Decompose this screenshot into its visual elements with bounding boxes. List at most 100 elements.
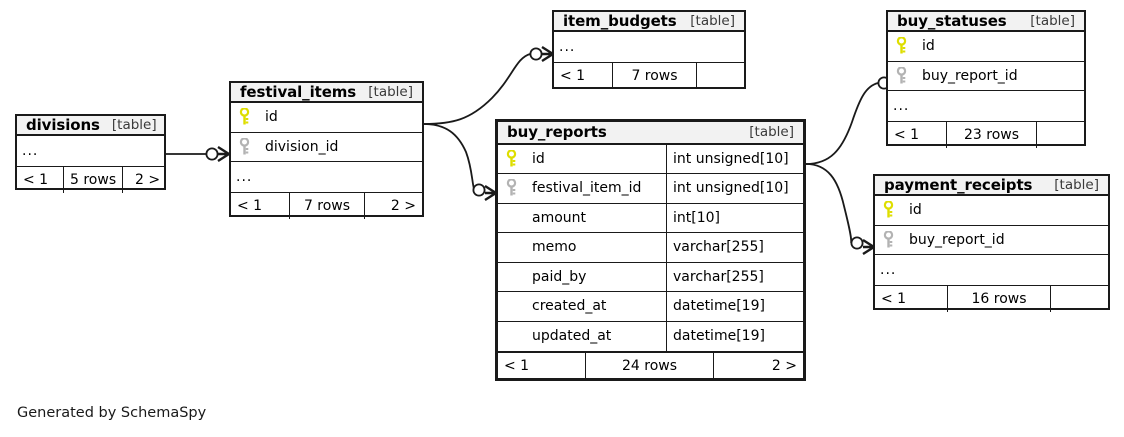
column-type: datetime[19] — [666, 321, 803, 351]
table-columns: id division_id ... — [231, 103, 422, 192]
column-name: amount — [532, 209, 587, 226]
table-title: buy_statuses — [897, 12, 1007, 30]
foreign-key-icon — [888, 62, 914, 91]
primary-key-icon — [231, 103, 257, 132]
foreign-key-icon — [498, 174, 524, 203]
column-name: ... — [22, 142, 39, 159]
table-row: id — [231, 103, 422, 133]
column-type: int unsigned[10] — [666, 174, 803, 203]
table-row: id int unsigned[10] — [498, 144, 803, 174]
table-row: ... — [17, 136, 164, 166]
table-footer: < 1 16 rows — [875, 284, 1108, 312]
table-title: festival_items — [240, 83, 357, 101]
table-footer: < 1 7 rows 2 > — [231, 191, 422, 219]
column-name: division_id — [265, 138, 339, 155]
column-name: ... — [236, 168, 253, 185]
primary-key-icon — [888, 32, 914, 61]
next-page-button[interactable]: 2 > — [122, 166, 166, 193]
column-type: datetime[19] — [666, 292, 803, 321]
prev-page-button[interactable]: < 1 — [894, 126, 920, 143]
next-page-button[interactable]: 2 > — [364, 192, 422, 219]
foreign-key-icon — [231, 133, 257, 162]
table-row: ... — [875, 255, 1108, 285]
primary-key-icon — [498, 145, 524, 174]
key-slot-empty — [498, 233, 524, 262]
table-header-festival-items: festival_items [table] — [231, 83, 422, 103]
row-count: 7 rows — [289, 192, 364, 219]
table-columns: ... — [17, 136, 164, 166]
table-title: buy_reports — [507, 123, 607, 142]
table-columns: ... — [554, 32, 744, 62]
table-kind: [table] — [690, 13, 735, 29]
table-columns: id int unsigned[10] festival_item_id int… — [498, 144, 803, 352]
column-name: festival_item_id — [532, 180, 642, 197]
column-name: id — [532, 150, 545, 167]
column-name: buy_report_id — [909, 231, 1005, 248]
table-kind: [table] — [368, 84, 413, 100]
table-row: updated_at datetime[19] — [498, 321, 803, 352]
table-row: ... — [888, 91, 1084, 121]
table-title: item_budgets — [563, 12, 677, 30]
table-row: id — [888, 32, 1084, 62]
column-name: buy_report_id — [922, 67, 1018, 84]
table-item-budgets[interactable]: item_budgets [table] ... < 1 7 rows — [552, 10, 746, 89]
prev-page-button[interactable]: < 1 — [237, 197, 263, 214]
edge-festival-items-buy-reports — [423, 123, 497, 202]
key-slot-empty — [498, 263, 524, 292]
primary-key-icon — [875, 196, 901, 225]
table-row: buy_report_id — [875, 226, 1108, 255]
table-title: payment_receipts — [884, 176, 1033, 194]
table-header-buy-statuses: buy_statuses [table] — [888, 12, 1084, 32]
column-type: int[10] — [666, 203, 803, 232]
column-name: ... — [559, 38, 576, 55]
table-title: divisions — [26, 116, 100, 134]
generator-credit: Generated by SchemaSpy — [17, 405, 207, 421]
table-header-payment-receipts: payment_receipts [table] — [875, 176, 1108, 196]
edge-festival-items-item-budgets — [423, 45, 554, 125]
table-footer: < 1 5 rows 2 > — [17, 165, 166, 193]
table-kind: [table] — [749, 124, 794, 141]
row-count: 23 rows — [946, 121, 1036, 148]
prev-page-button[interactable]: < 1 — [881, 290, 907, 307]
column-name: id — [922, 38, 935, 55]
edge-divisions-festival-items — [166, 145, 230, 163]
table-columns: id buy_report_id ... — [888, 32, 1084, 121]
table-columns: id buy_report_id ... — [875, 196, 1108, 285]
row-count: 16 rows — [947, 285, 1050, 312]
table-kind: [table] — [1030, 13, 1075, 29]
column-name: memo — [532, 239, 577, 256]
next-page-button[interactable] — [1036, 121, 1084, 148]
table-row: ... — [554, 32, 744, 62]
table-row: buy_report_id — [888, 62, 1084, 91]
prev-page-button[interactable]: < 1 — [23, 171, 49, 188]
table-footer: < 1 24 rows 2 > — [498, 351, 803, 378]
next-page-button[interactable]: 2 > — [713, 353, 803, 378]
table-payment-receipts[interactable]: payment_receipts [table] id — [873, 174, 1110, 312]
prev-page-button[interactable]: < 1 — [504, 357, 530, 374]
key-slot-empty — [498, 322, 524, 352]
table-divisions[interactable]: divisions [table] ... < 1 5 rows 2 > — [15, 114, 166, 193]
table-kind: [table] — [1054, 177, 1099, 193]
table-buy-reports[interactable]: buy_reports [table] id int unsigned[10] — [495, 119, 806, 381]
next-page-button[interactable] — [1050, 285, 1108, 312]
column-name: id — [909, 202, 922, 219]
key-slot-empty — [498, 292, 524, 321]
row-count: 24 rows — [585, 353, 713, 378]
column-name: id — [265, 109, 278, 126]
row-count: 5 rows — [63, 166, 122, 193]
table-header-item-budgets: item_budgets [table] — [554, 12, 744, 32]
prev-page-button[interactable]: < 1 — [560, 67, 586, 84]
table-buy-statuses[interactable]: buy_statuses [table] id — [886, 10, 1086, 148]
table-row: memo varchar[255] — [498, 233, 803, 263]
next-page-button[interactable] — [696, 62, 744, 89]
column-name: ... — [880, 261, 897, 278]
column-name: updated_at — [532, 328, 612, 345]
table-row: created_at datetime[19] — [498, 292, 803, 322]
key-slot-empty — [498, 204, 524, 233]
column-type: varchar[255] — [666, 233, 803, 262]
column-type: varchar[255] — [666, 262, 803, 291]
column-name: created_at — [532, 298, 607, 315]
row-count: 7 rows — [612, 62, 696, 89]
table-festival-items[interactable]: festival_items [table] id — [229, 81, 424, 219]
